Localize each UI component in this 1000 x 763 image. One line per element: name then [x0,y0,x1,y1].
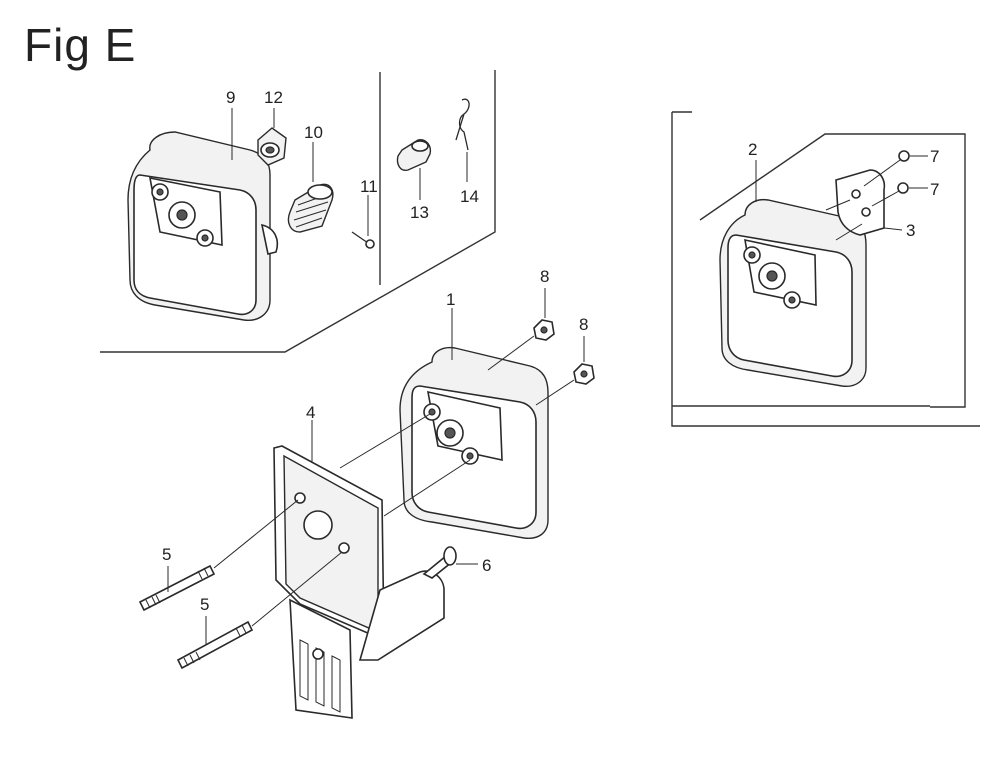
figure-title: Fig E [24,19,137,71]
callout-5b: 5 [200,595,209,614]
screw-6-drawing [422,546,478,579]
muffler-9-drawing [127,108,279,321]
callout-8a: 8 [540,267,549,286]
callout-14: 14 [460,187,479,206]
stud-5b-drawing [176,551,343,670]
callout-4: 4 [306,403,315,422]
cap-12-drawing [257,108,287,166]
callout-10: 10 [304,123,323,142]
callout-11: 11 [360,177,378,196]
callout-6: 6 [482,556,491,575]
screen-10-drawing [287,142,334,233]
muffler-2-drawing [719,160,867,387]
shield-4-drawing [273,413,471,719]
callout-7b: 7 [930,180,939,199]
callout-3: 3 [906,221,915,240]
screw-11-drawing [351,195,375,249]
bolt-7a-drawing [863,150,928,187]
callout-7a: 7 [930,147,939,166]
callout-5a: 5 [162,545,171,564]
nut-8a-drawing [487,288,555,371]
inset-box-right [671,111,980,427]
plate-3-drawing [825,169,903,241]
muffler-1-drawing [399,308,549,540]
clip-14-drawing [455,98,470,182]
callout-2: 2 [748,140,757,159]
inset-box-top-left [100,70,496,353]
bushing-13-drawing [396,139,432,200]
stud-5a-drawing [138,499,299,612]
callout-13: 13 [410,203,429,222]
callout-9: 9 [226,88,235,107]
callout-1: 1 [446,290,455,309]
callout-8b: 8 [579,315,588,334]
nut-8b-drawing [535,336,595,406]
bolt-7b-drawing [871,182,928,207]
callout-12: 12 [264,88,283,107]
